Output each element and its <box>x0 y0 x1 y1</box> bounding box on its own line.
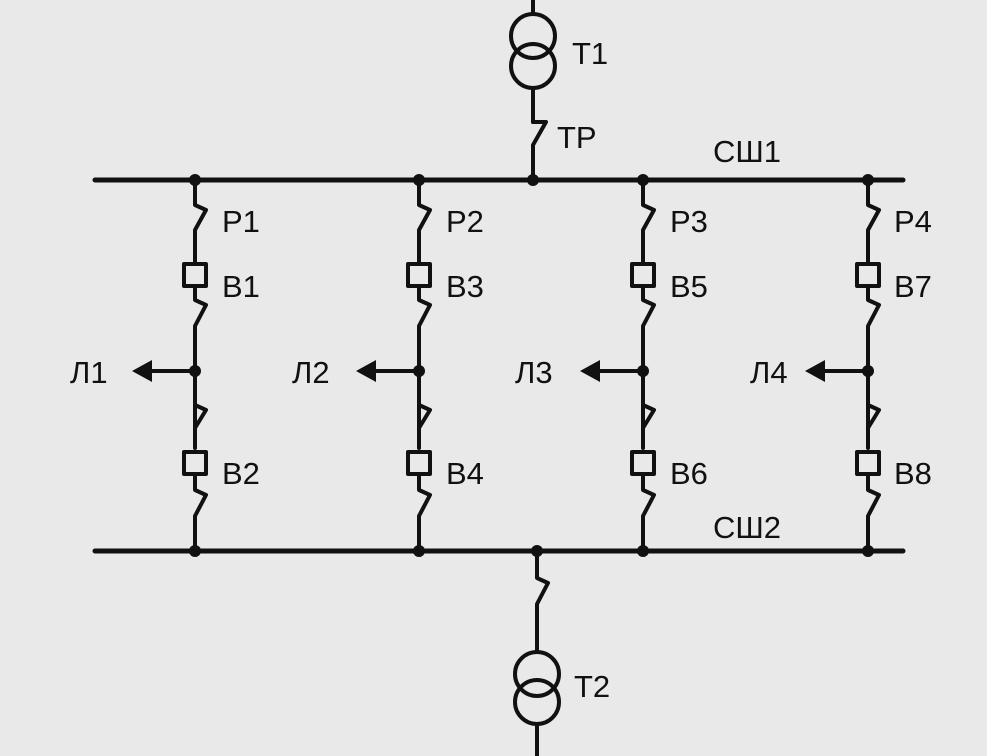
branch-1-line-label: Л1 <box>70 355 108 390</box>
branch-1-breaker-bottom-label: В2 <box>222 456 260 491</box>
branch-4 <box>805 174 881 557</box>
branch-2-disconnector <box>417 178 432 266</box>
transformer-t2 <box>513 650 561 756</box>
branch-3-line-label: Л3 <box>515 355 553 390</box>
branch-3-breaker-bottom-label: В6 <box>670 456 708 491</box>
branch-1-breaker-top-label: В1 <box>222 269 260 304</box>
reactor-tr-switch <box>531 120 548 184</box>
transformer-t2-winding-lower <box>513 678 561 726</box>
branch-2-switch-lower <box>417 403 432 430</box>
busbar-1-label: СШ1 <box>713 134 781 169</box>
branch-1-disconnector <box>193 178 208 266</box>
branch-3-disconnector <box>641 178 656 266</box>
branch-2-disconnector-label: Р2 <box>446 204 484 239</box>
branch-3-disconnector-label: Р3 <box>670 204 708 239</box>
branch-4-breaker-top-label: В7 <box>894 269 932 304</box>
busbar-1-junction-reactor <box>527 174 539 186</box>
branch-4-breaker-top <box>855 262 881 288</box>
transformer-t1-label: Т1 <box>572 36 608 71</box>
branch-4-line-arrow-icon <box>805 360 825 382</box>
transformer-t1-winding-lower <box>509 42 557 90</box>
branch-1-switch-bottom <box>193 472 208 553</box>
branch-4-switch-bottom <box>866 472 881 553</box>
branch-2-line-label: Л2 <box>292 355 330 390</box>
branch-4-disconnector-label: Р4 <box>894 204 932 239</box>
branch-3-switch-lower <box>641 403 656 430</box>
transformer-t2-winding-upper <box>513 650 561 698</box>
transformer-t1 <box>509 0 557 124</box>
branch-4-breaker-bottom <box>855 450 881 476</box>
branch-2-breaker-bottom <box>406 450 432 476</box>
branch-3-switch-bottom <box>641 472 656 553</box>
branch-4-line-label: Л4 <box>750 355 788 390</box>
reactor-tr-label: ТР <box>557 120 597 155</box>
branch-4-switch-lower <box>866 403 881 430</box>
branch-1-line-arrow-icon <box>132 360 152 382</box>
branch-1-bottom-junction <box>189 545 201 557</box>
branch-3-breaker-top-label: В5 <box>670 269 708 304</box>
branch-2-line-arrow-icon <box>356 360 376 382</box>
branch-4-disconnector <box>866 178 881 266</box>
branch-3-breaker-bottom <box>630 450 656 476</box>
branch-1-breaker-top <box>182 262 208 288</box>
transformer-t2-switch <box>535 549 550 654</box>
branch-2-breaker-top <box>406 262 432 288</box>
branch-2-bottom-junction <box>413 545 425 557</box>
branch-4-breaker-bottom-label: В8 <box>894 456 932 491</box>
branch-3 <box>580 174 656 557</box>
branch-1 <box>132 174 208 557</box>
branch-3-bottom-junction <box>637 545 649 557</box>
branch-1-disconnector-label: Р1 <box>222 204 260 239</box>
branch-2-switch-bottom <box>417 472 432 553</box>
branch-3-line-arrow-icon <box>580 360 600 382</box>
branch-2-breaker-bottom-label: В4 <box>446 456 484 491</box>
busbar-2-label: СШ2 <box>713 510 781 545</box>
branch-1-breaker-bottom <box>182 450 208 476</box>
branch-4-bottom-junction <box>862 545 874 557</box>
transformer-t2-label: Т2 <box>574 669 610 704</box>
branch-1-switch-lower <box>193 403 208 430</box>
branch-2-breaker-top-label: В3 <box>446 269 484 304</box>
branch-3-breaker-top <box>630 262 656 288</box>
branch-2 <box>356 174 432 557</box>
